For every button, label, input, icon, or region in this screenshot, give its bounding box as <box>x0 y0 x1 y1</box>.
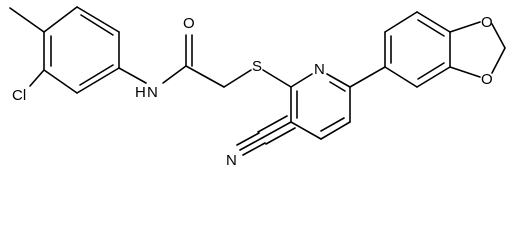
bond <box>43 69 78 94</box>
bond <box>417 19 445 37</box>
atom-label-nitrogen-nitrile: N <box>226 152 237 169</box>
bond <box>417 62 445 80</box>
bond <box>320 121 351 140</box>
atom-label-sulfur: S <box>252 58 262 75</box>
bond <box>326 73 351 88</box>
bond-lines <box>9 6 506 156</box>
atom-label-hydrogen-amide: H <box>135 84 146 101</box>
bond <box>449 66 481 78</box>
bond <box>320 117 345 132</box>
bond <box>416 11 451 33</box>
bond <box>384 11 418 33</box>
molecule-structure-diagram: O N H Cl S N N O O <box>9 6 506 169</box>
atom-label-oxygen-dioxole-lower: O <box>481 71 493 88</box>
bond <box>239 137 263 151</box>
bond <box>265 127 296 145</box>
bond <box>9 7 45 33</box>
bond <box>329 81 346 92</box>
bond <box>491 23 506 49</box>
atom-label-oxygen-amide: O <box>183 15 195 32</box>
bond <box>290 121 322 140</box>
bond <box>79 64 114 86</box>
atom-label-oxygen-dioxole-upper: O <box>481 14 493 31</box>
atom-label-chlorine: Cl <box>12 87 26 104</box>
bond <box>449 21 481 33</box>
bond <box>236 132 260 146</box>
bond <box>185 65 225 88</box>
bond <box>223 69 252 88</box>
atom-label-nitrogen-pyridine: N <box>314 61 325 78</box>
bond <box>257 115 288 133</box>
bond <box>162 65 187 84</box>
bond <box>76 6 120 33</box>
bond <box>384 66 418 88</box>
bond <box>80 14 114 36</box>
bond <box>29 69 45 87</box>
bond <box>349 66 386 88</box>
bond <box>491 47 506 74</box>
bond <box>262 69 292 88</box>
bond <box>290 73 313 88</box>
bond <box>242 142 266 156</box>
bond <box>416 66 451 88</box>
atom-label-nitrogen-amide: N <box>147 84 158 101</box>
bond <box>118 67 147 84</box>
atom-labels: O N H Cl S N N O O <box>12 14 493 169</box>
bond <box>76 67 120 94</box>
bond <box>261 121 292 139</box>
bond <box>43 6 78 33</box>
